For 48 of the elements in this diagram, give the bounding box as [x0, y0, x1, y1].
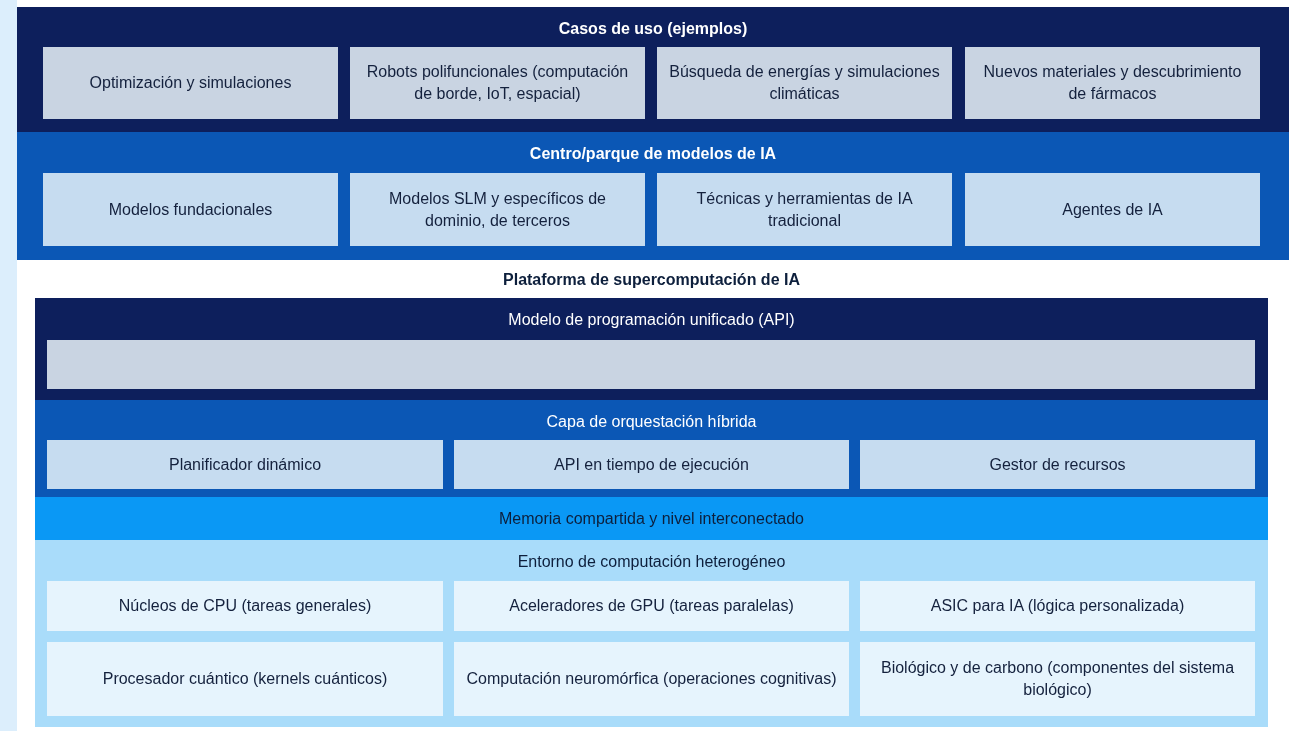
band-heading: Entorno de computación heterogéneo [517, 552, 786, 572]
component-box [860, 642, 1255, 716]
component-box [47, 340, 1255, 389]
box-label: Planificador dinámico [167, 454, 323, 475]
component-box [657, 173, 952, 246]
box-label: Optimización y simulaciones [88, 73, 293, 93]
layer-band [35, 400, 1268, 497]
section-band [17, 132, 1289, 260]
box-label: Técnicas y herramientas de IA tradicional [695, 188, 914, 231]
box-label: API en tiempo de ejecución [553, 454, 750, 475]
band-heading: Centro/parque de modelos de IA [529, 144, 777, 164]
box-label: Modelos SLM y específicos de dominio, de terceros [388, 188, 607, 231]
box-label: Agentes de IA [1061, 199, 1164, 220]
box-label: Núcleos de CPU (tareas generales) [117, 596, 373, 616]
box-label: Búsqueda de energías y simulaciones climáticas [668, 62, 941, 104]
box-label: Gestor de recursos [988, 454, 1127, 475]
component-box [454, 440, 849, 489]
layer-band [35, 540, 1268, 727]
band-heading: Memoria compartida y nivel interconectado [499, 509, 804, 529]
band-heading: Casos de uso (ejemplos) [558, 19, 748, 39]
box-label: Biológico y de carbono (componentes del sistema biológico) [879, 658, 1236, 700]
section-band [17, 7, 1289, 132]
component-box [350, 173, 645, 246]
box-label: Procesador cuántico (kernels cuánticos) [101, 669, 389, 689]
layer-band [35, 497, 1268, 540]
band-heading: Capa de orquestación híbrida [546, 412, 757, 432]
component-box [860, 440, 1255, 489]
component-box [454, 642, 849, 716]
component-box [43, 173, 338, 246]
component-box [47, 440, 443, 489]
band-heading: Modelo de programación unificado (API) [508, 310, 795, 330]
component-box [860, 581, 1255, 631]
layer-band [35, 298, 1268, 400]
component-box [657, 47, 952, 119]
component-box [47, 642, 443, 716]
component-box [350, 47, 645, 119]
component-box [965, 47, 1260, 119]
component-box [43, 47, 338, 119]
box-label: Computación neuromórfica (operaciones cognitivas) [465, 669, 838, 689]
box-label: ASIC para IA (lógica personalizada) [929, 596, 1186, 616]
box-label: Modelos fundacionales [107, 199, 274, 220]
component-box [454, 581, 849, 631]
component-box [47, 581, 443, 631]
box-label: Robots polifuncionales (computación de borde, IoT, espacial) [365, 62, 630, 104]
component-box [965, 173, 1260, 246]
box-label: Aceleradores de GPU (tareas paralelas) [508, 596, 795, 616]
platform-heading: Plataforma de supercomputación de IA [503, 270, 800, 290]
box-label: Nuevos materiales y descubrimiento de fármacos [982, 62, 1243, 104]
